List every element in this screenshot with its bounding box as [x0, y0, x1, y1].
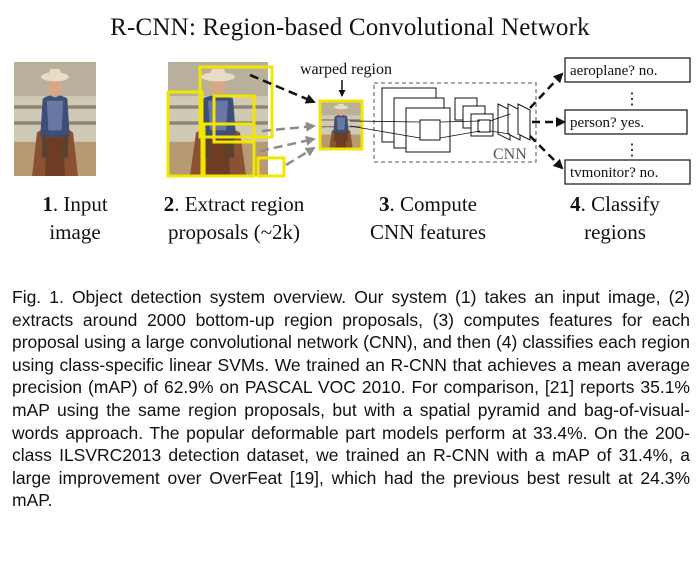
step-4-line1: . Classify [580, 192, 660, 216]
ellipsis-upper: ⋮ [624, 89, 640, 108]
step-3-line1: . Compute [389, 192, 478, 216]
cnn-block [373, 82, 537, 163]
class-box-tvmonitor: tvmonitor? no. [564, 159, 691, 185]
step-2-line2: proposals (~2k) [167, 220, 301, 244]
class-label-person: person? yes. [570, 115, 644, 131]
step-2-number: 2 [163, 192, 175, 216]
class-box-aeroplane: aeroplane? no. [564, 57, 691, 83]
step-3-line2: CNN features [369, 220, 487, 244]
step-4-number: 4 [570, 192, 581, 216]
step-3-label: 3. Compute CNN features [348, 190, 508, 246]
region-proposals-image [166, 62, 286, 178]
cnn-connections [349, 113, 511, 139]
step-1-line1: . Input [52, 192, 108, 216]
proposal-arrows [249, 73, 316, 167]
class-label-aeroplane: aeroplane? no. [570, 63, 657, 79]
step-4-label: 4. Classify regions [540, 190, 690, 246]
rcnn-pipeline-diagram: warped region CNN aeroplane? n [14, 57, 691, 185]
figure-title: R-CNN: Region-based Convolutional Networ… [110, 14, 590, 41]
proposal-boxes [166, 65, 286, 178]
step-1-line2: image [49, 220, 101, 244]
input-image [14, 62, 96, 176]
cnn-layers [381, 87, 531, 153]
step-4-line2: regions [584, 220, 646, 244]
ellipsis-lower: ⋮ [624, 140, 640, 159]
step-2-line1: . Extract region [174, 192, 305, 216]
step-1-label: 1. Input image [20, 190, 130, 246]
warped-region-label: warped region [300, 61, 392, 78]
warped-region-image [318, 99, 364, 151]
classify-arrows [529, 72, 566, 170]
step-3-number: 3 [379, 192, 390, 216]
figure-caption: Fig. 1. Object detection system overview… [12, 287, 690, 511]
class-label-tvmonitor: tvmonitor? no. [570, 165, 658, 181]
step-2-label: 2. Extract region proposals (~2k) [134, 190, 334, 246]
class-box-person: person? yes. [564, 109, 688, 135]
cnn-label: CNN [493, 146, 527, 163]
step-1-number: 1 [42, 192, 53, 216]
